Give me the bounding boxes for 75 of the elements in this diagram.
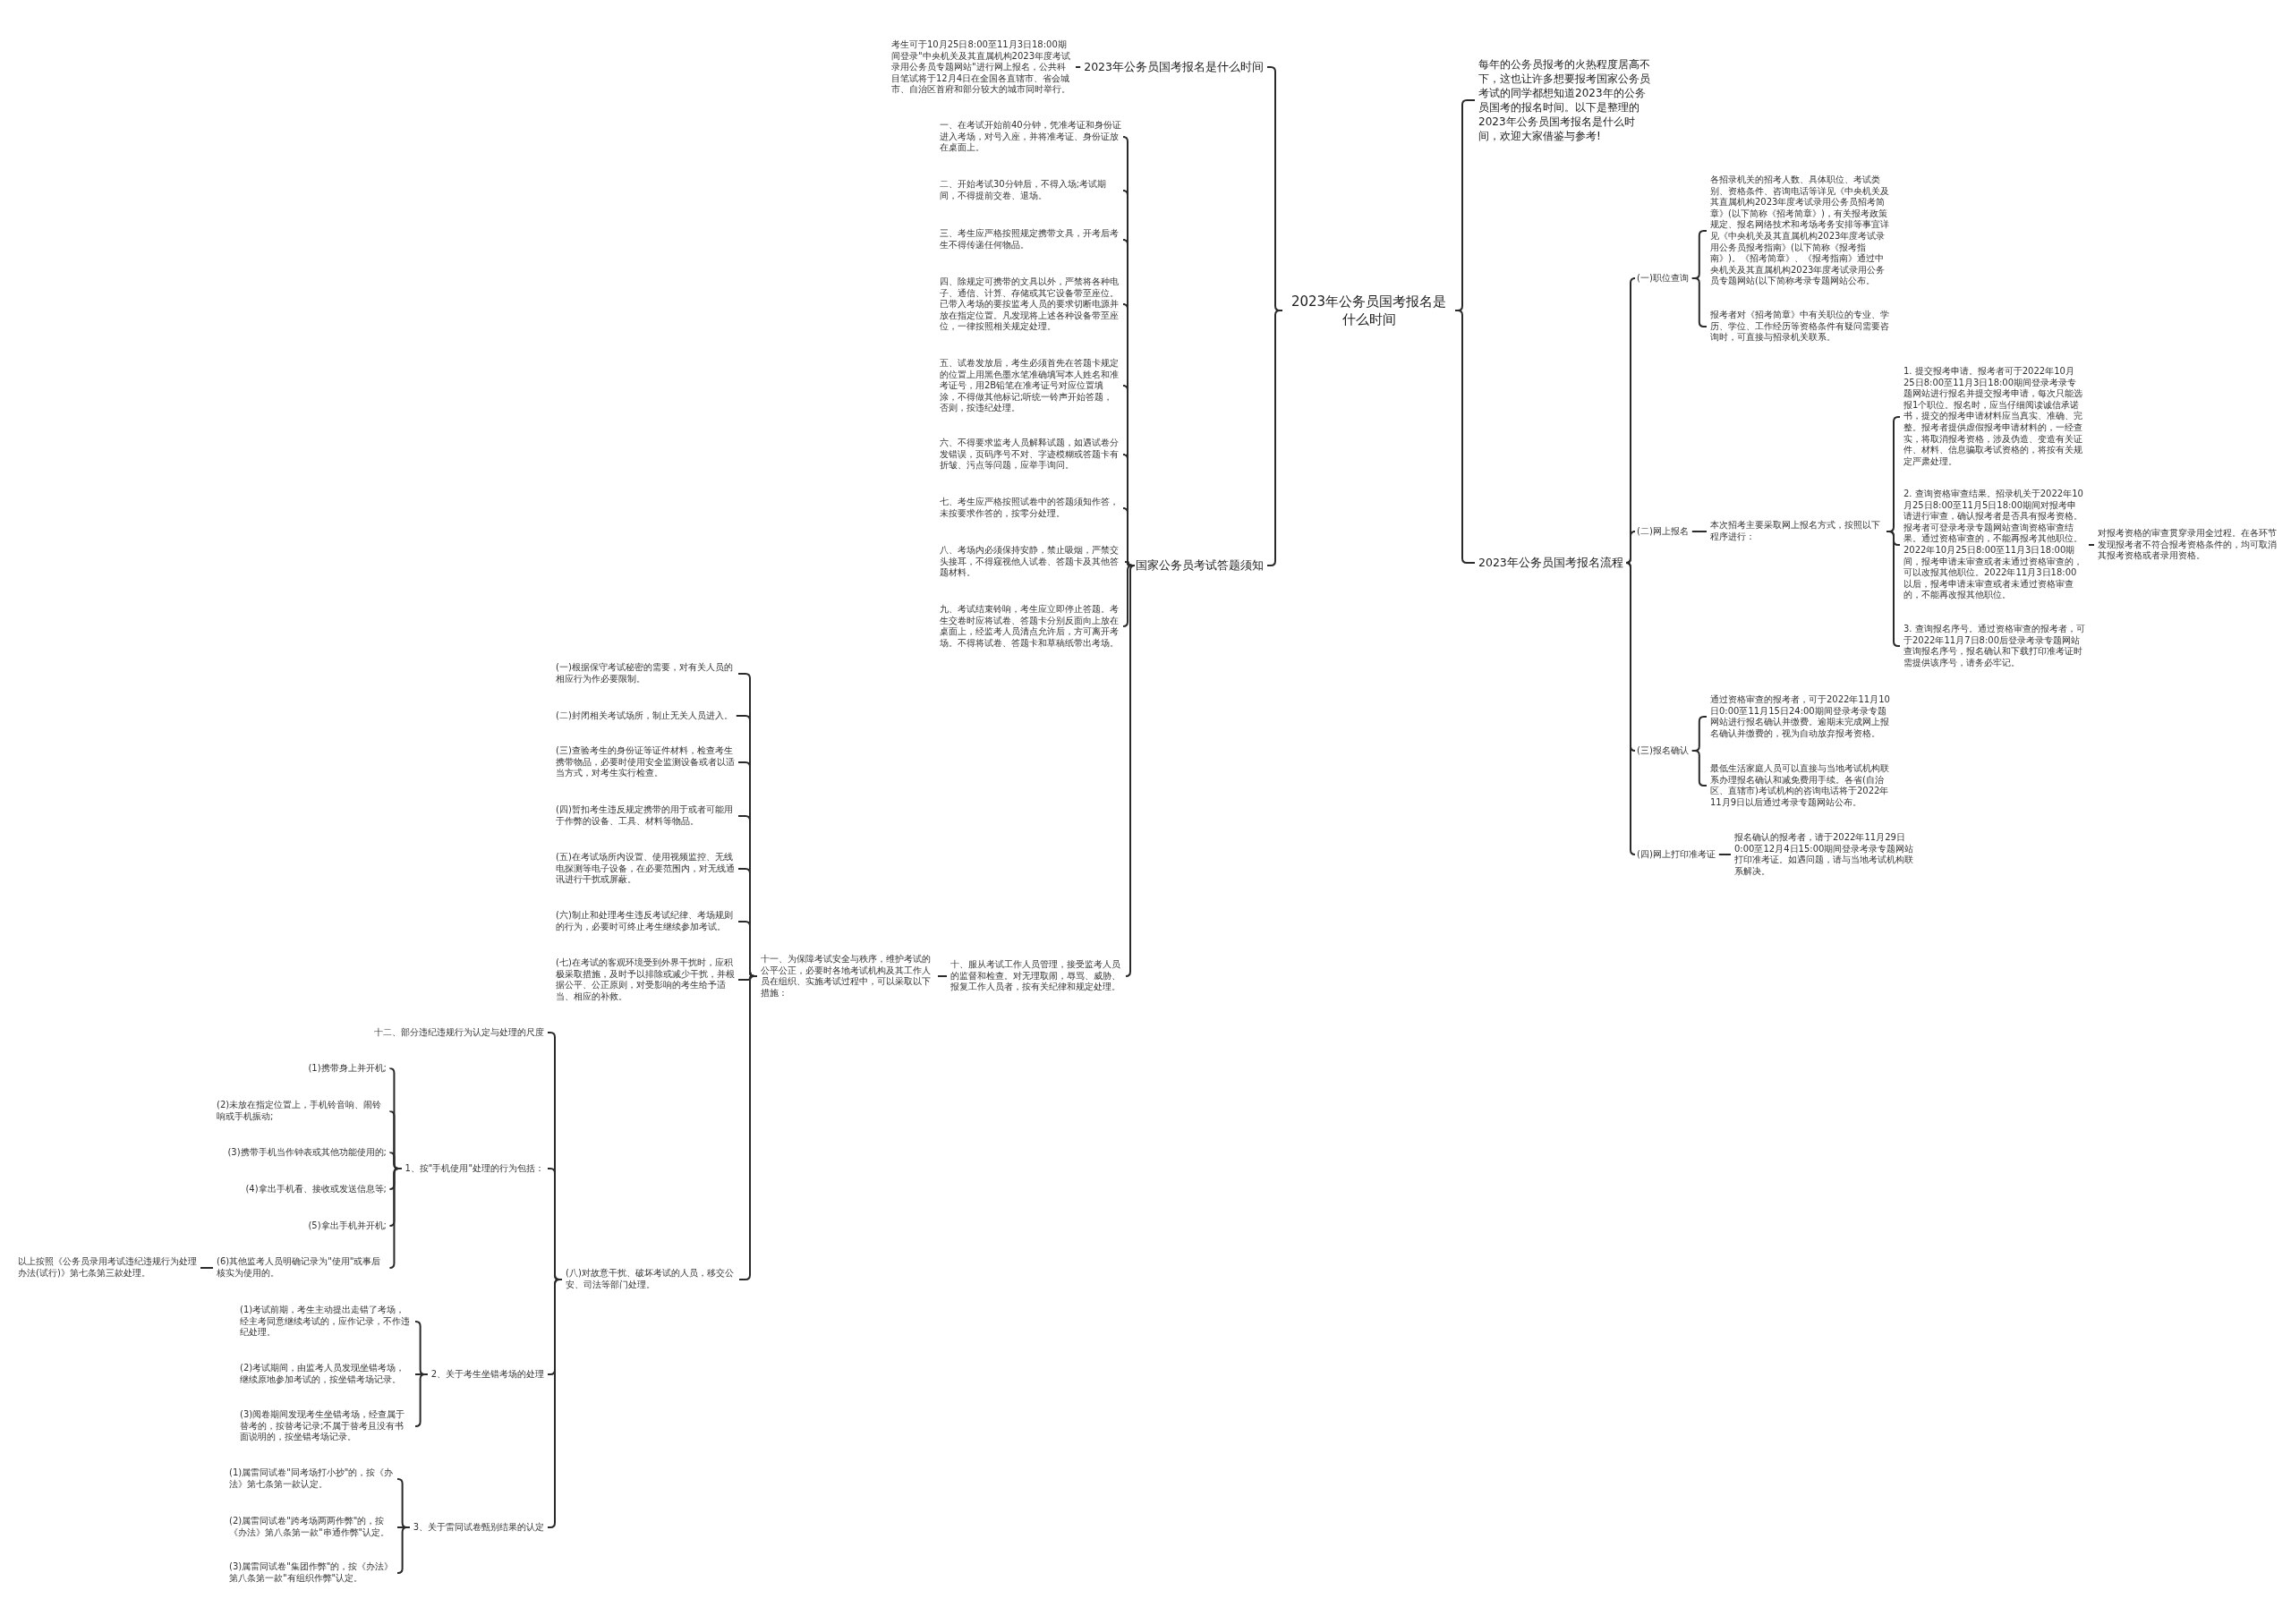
subtopic-text: (3)阅卷期间发现考生坐错考场，经查属于替考的，按替考记录;不属于替考且没有书面说明的，按坐错考场记录。 bbox=[236, 1409, 415, 1443]
subtopic-text: 对报考资格的审查贯穿录用全过程。在各环节发现报考者不符合报考资格条件的，均可取消其报考资格或者录用资格。 bbox=[2094, 528, 2283, 562]
subtopic-text: 四、除规定可携带的文具以外，严禁将各种电子、通信、计算、存储或其它设备带至座位。已带入考场的要按监考人员的要求切断电源并放在指定位置。凡发现将上述各种设备带至座位，一律按照相关规定处理。 bbox=[936, 276, 1125, 333]
subtopic-text: 一、在考试开始前40分钟，凭准考证和身份证进入考场，对号入座，并将准考证、身份证放在桌面上。 bbox=[936, 120, 1125, 154]
subtopic-text: (三)报名确认 bbox=[1633, 744, 1692, 757]
subtopic-text: (六)制止和处理考生违反考试纪律、考场规则的行为，必要时可终止考生继续参加考试。 bbox=[552, 910, 738, 933]
branch-line bbox=[1691, 277, 1708, 327]
branch-line bbox=[547, 1279, 563, 1528]
branch-line bbox=[1122, 565, 1133, 627]
branch-topic: 2023年公务员国考报名流程 bbox=[1475, 556, 1627, 570]
subtopic-text: 九、考试结束铃响，考生应立即停止答题。考生交卷时应将试卷、答题卡分别反面向上放在桌面上，经监考人员清点允许后，方可离开考场。不得将试卷、答题卡和草稿纸带出考场。 bbox=[936, 603, 1125, 650]
branch-topic: 2023年公务员国考报名是什么时间 bbox=[1080, 60, 1267, 74]
subtopic-text: (二)封闭相关考试场所，制止无关人员进入。 bbox=[552, 710, 737, 722]
subtopic-text: 1、按"手机使用"处理的行为包括： bbox=[401, 1162, 548, 1175]
branch-line bbox=[1691, 531, 1708, 532]
branch-line bbox=[1075, 66, 1082, 68]
subtopic-text: (一)根据保守考试秘密的需要，对有关人员的相应行为作必要限制。 bbox=[552, 662, 738, 685]
subtopic-text: (5)拿出手机并开机; bbox=[304, 1220, 390, 1232]
subtopic-text: (1)属雷同试卷"同考场打小抄"的，按《办法》第七条第一款认定。 bbox=[226, 1467, 397, 1491]
subtopic-text: (3)属雷同试卷"集团作弊"的，按《办法》第八条第一款"有组织作弊"认定。 bbox=[226, 1561, 397, 1585]
branch-line bbox=[1625, 562, 1636, 855]
subtopic-text: 五、试卷发放后，考生必须首先在答题卡规定的位置上用黑色墨水笔准确填写本人姓名和准考证号，用2B铅笔在准考证号对应位置填涂，不得做其他标记;听统一铃声开始答题，否则，按违纪处理。 bbox=[936, 357, 1125, 414]
subtopic-text: 2. 查询资格审查结果。招录机关于2022年10月25日8:00至11月5日18:00期间对报考申请进行审查，确认报考者是否具有报考资格。报考者可登录考录专题网站查询资格审查结果。通过资格审查的，不能再报考其他职位。2022年10月25日8:00至11月3日18:00期间，报考申请未审查或者未通过资格审查的，可以改报其他职位。2022年11月3日18:00以后，报考申请未审查或者未通过资格审查的，不能再改报其他职位。 bbox=[1900, 489, 2089, 601]
subtopic-text: 本次招考主要采取网上报名方式，按照以下程序进行： bbox=[1707, 520, 1886, 543]
subtopic-text: 通过资格审查的报考者，可于2022年11月10日0:00至11月15日24:00期间登录考录专题网站进行报名确认并缴费。逾期未完成网上报名确认并缴费的，视为自动放弃报考资格。 bbox=[1707, 693, 1895, 740]
subtopic-text: (2)考试期间，由监考人员发现坐错考场，继续原地参加考试的，按坐错考场记录。 bbox=[236, 1363, 415, 1386]
subtopic-text: (1)考试前期，考生主动提出走错了考场，经主考同意继续考试的，应作记录，不作违纪处理。 bbox=[236, 1305, 415, 1339]
subtopic-text: (五)在考试场所内设置、使用视频监控、无线电探测等电子设备，在必要范围内，对无线通讯进行干扰或屏蔽。 bbox=[552, 852, 738, 886]
subtopic-text: 三、考生应严格按照规定携带文具，开考后考生不得传递任何物品。 bbox=[936, 228, 1125, 251]
subtopic-text: 报考者对《招考简章》中有关职位的专业、学历、学位、工作经历等资格条件有疑问需要咨询时，可直接与招录机关联系。 bbox=[1707, 310, 1895, 344]
subtopic-text: 1. 提交报考申请。报考者可于2022年10月25日8:00至11月3日18:00期间登录考录专题网站进行报名并提交报考申请，每次只能选报1个职位。报名时，应当仔细阅读诚信承诺书，提交的报考申请材料应当真实、准确、完整。报考者提供虚假报考申请材料的，一经查实，将取消报考资格，涉及伪造、变造有关证件、材料、信息骗取考试资格的，将按有关规定严肃处理。 bbox=[1900, 366, 2089, 468]
branch-topic: 国家公务员考试答题须知 bbox=[1132, 558, 1267, 573]
subtopic-text: 各招录机关的招考人数、具体职位、考试类别、资格条件、咨询电话等详见《中央机关及其直属机构2023年度考试录用公务员招考简章》(以下简称《招考简章》)，有关报考政策规定、报名网络技术和考场考务安排等事宜详见《中央机关及其直属机构2023年度考试录用公务员报考指南》(以下简称《报考指南》)。《招考简章》、《报考指南》通过中央机关及其直属机构2023年度考试录用公务员专题网站(以下简称考录专题网站公布。 bbox=[1707, 174, 1895, 287]
branch-line bbox=[1717, 854, 1732, 855]
subtopic-text: 3、关于雷同试卷甄别结果的认定 bbox=[409, 1521, 548, 1534]
subtopic-text: 十、服从考试工作人员管理，接受监考人员的监督和检查。对无理取闹，辱骂、威胁、报复工作人员者，按有关纪律和规定处理。 bbox=[947, 959, 1128, 993]
branch-line bbox=[396, 1526, 411, 1574]
subtopic-text: (一)职位查询 bbox=[1633, 272, 1692, 285]
subtopic-text: (3)携带手机当作钟表或其他功能使用的; bbox=[224, 1146, 390, 1159]
branch-line bbox=[1266, 310, 1283, 566]
subtopic-text: (6)其他监考人员明确记录为"使用"或事后核实为使用的。 bbox=[213, 1256, 390, 1280]
branch-line bbox=[200, 1267, 214, 1269]
subtopic-text: (4)拿出手机看、接收或发送信息等; bbox=[242, 1183, 390, 1195]
subtopic-text: 十一、为保障考试安全与秩序，维护考试的公平公正，必要时各地考试机构及其工作人员在组织、实施考试过程中，可以采取以下措施： bbox=[757, 953, 938, 999]
central-topic: 2023年公务员国考报名是什么时间 bbox=[1282, 293, 1455, 328]
subtopic-text: 七、考生应严格按照试卷中的答题须知作答，未按要求作答的，按零分处理。 bbox=[936, 497, 1125, 520]
subtopic-text: (三)查验考生的身份证等证件材料，检查考生携带物品，必要时使用安全监测设备或者以适当方式，对考生实行检查。 bbox=[552, 745, 738, 779]
subtopic-text: 2、关于考生坐错考场的处理 bbox=[427, 1368, 548, 1381]
subtopic-text: 考生可于10月25日8:00至11月3日18:00期间登录"中央机关及其直属机构2023年度考试录用公务员专题网站"进行网上报名，公共科目笔试将于12月4日在全国各直辖市、省会城市、自治区首府和部分较大的城市同时举行。 bbox=[888, 38, 1076, 96]
subtopic-text: 二、开始考试30分钟后，不得入场;考试期间，不得提前交卷、退场。 bbox=[936, 179, 1125, 202]
branch-line bbox=[937, 975, 948, 977]
branch-line bbox=[1625, 531, 1636, 564]
subtopic-text: (2)属雷同试卷"跨考场两两作弊"的，按《办法》第八条第一款"串通作弊"认定。 bbox=[226, 1516, 397, 1539]
branch-line bbox=[1125, 565, 1136, 977]
subtopic-text: (四)网上打印准考证 bbox=[1633, 848, 1719, 861]
subtopic-text: 3. 查询报名序号。通过资格审查的报考者，可于2022年11月7日8:00后登录考录专题网站查询报名序号，报名确认和下载打印准考证时需提供该序号，请务必牢记。 bbox=[1900, 623, 2089, 669]
subtopic-text: 十二、部分违纪违规行为认定与处理的尺度 bbox=[370, 1026, 548, 1039]
branch-line bbox=[1691, 750, 1708, 786]
intro-paragraph: 每年的公务员报考的火热程度居高不下，这也让许多想要报考国家公务员考试的同学都想知道2023年的公务员国考的报名时间。以下是整理的2023年公务员国考报名是什么时间，欢迎大家借鉴与参考! bbox=[1475, 57, 1654, 143]
branch-line bbox=[2088, 544, 2095, 546]
subtopic-text: 以上按照《公务员录用考试违纪违规行为处理办法(试行)》第七条第三款处理。 bbox=[14, 1256, 200, 1280]
subtopic-text: (2)未放在指定位置上，手机铃音响、闹铃响或手机振动; bbox=[213, 1100, 390, 1123]
subtopic-text: (二)网上报名 bbox=[1633, 525, 1692, 538]
subtopic-text: (八)对故意干扰、破坏考试的人员，移交公安、司法等部门处理。 bbox=[562, 1268, 739, 1291]
subtopic-text: 六、不得要求监考人员解释试题，如遇试卷分发错误，页码序号不对、字迹模糊或答题卡有折皱、污点等问题，应举手询问。 bbox=[936, 438, 1125, 472]
branch-line bbox=[1122, 507, 1133, 566]
subtopic-text: (四)暂扣考生违反规定携带的用于或者可能用于作弊的设备、工具、材料等物品。 bbox=[552, 804, 738, 828]
subtopic-text: 八、考场内必须保持安静，禁止吸烟，严禁交头接耳，不得窥视他人试卷、答题卡及其他答题材料。 bbox=[936, 545, 1125, 579]
subtopic-text: 最低生活家庭人员可以直接与当地考试机构联系办理报名确认和减免费用手续。各省(自治区、直辖市)考试机构的咨询电话将于2022年11月9日以后通过考录专题网站公布。 bbox=[1707, 762, 1895, 809]
branch-line bbox=[1886, 531, 1901, 647]
branch-line bbox=[414, 1373, 429, 1427]
branch-line bbox=[388, 1168, 403, 1269]
subtopic-text: (七)在考试的客观环境受到外界干扰时，应积极采取措施，及时予以排除或减少干扰，并根据公平、公正原则，对受影响的考生给予适当、相应的补救。 bbox=[552, 957, 738, 1003]
subtopic-text: 报名确认的报考者，请于2022年11月29日0:00至12月4日15:00期间登录考录专题网站打印准考证。如遇问题，请与当地考试机构联系解决。 bbox=[1731, 831, 1920, 878]
subtopic-text: (1)携带身上并开机; bbox=[304, 1062, 390, 1075]
